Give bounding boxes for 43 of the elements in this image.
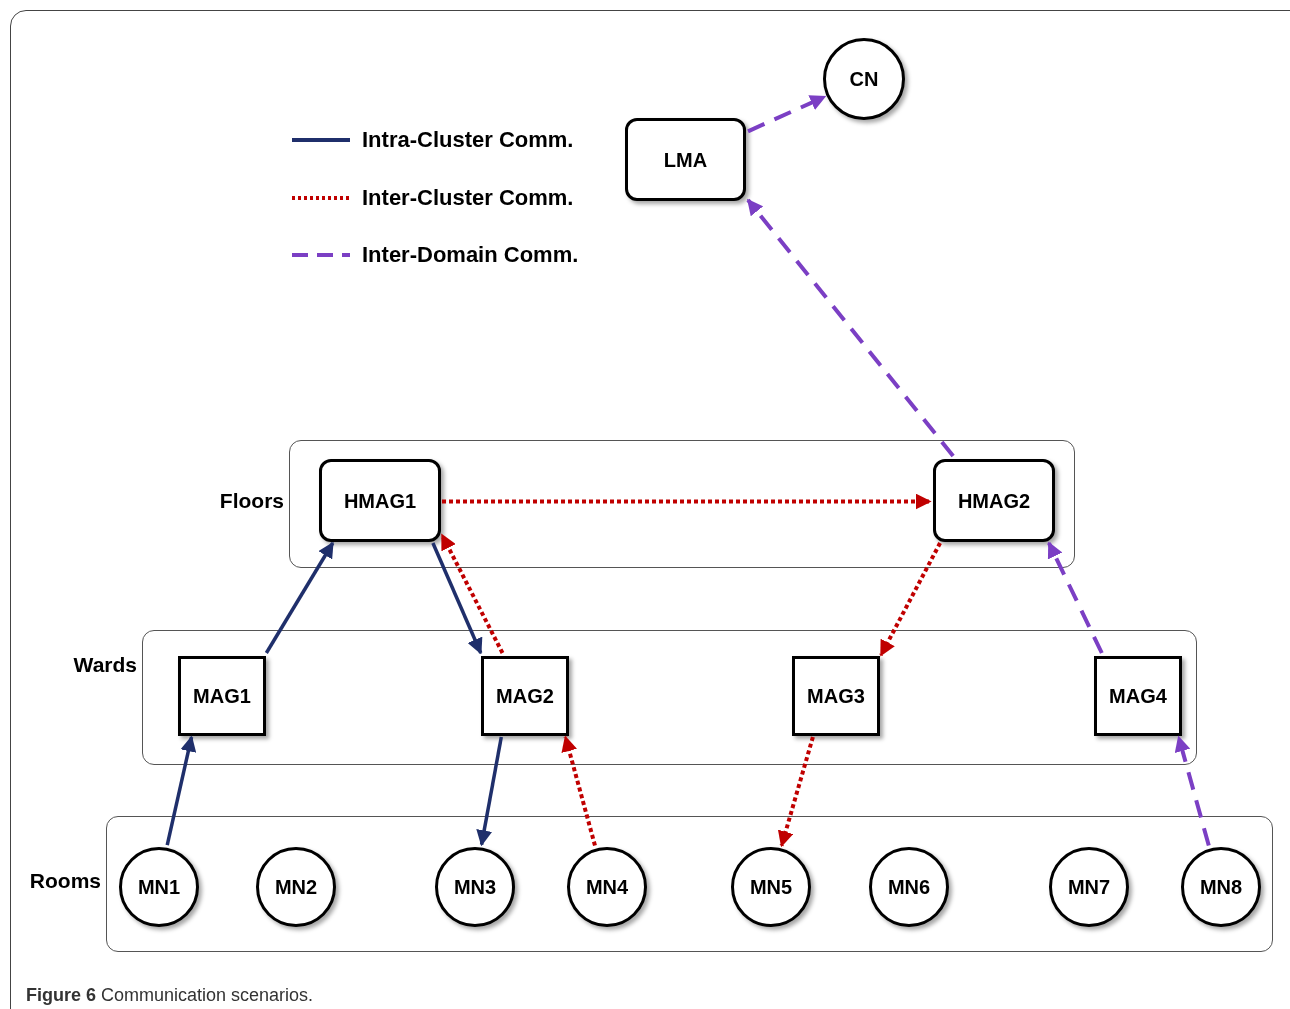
arrow — [879, 542, 942, 657]
tier-label: Floors — [219, 488, 284, 514]
node-label: CN — [849, 69, 879, 89]
node-label: MN6 — [887, 877, 931, 897]
node-label: MAG1 — [193, 686, 251, 706]
arrow — [431, 542, 483, 655]
legend-label: Intra-Cluster Comm. — [362, 126, 574, 154]
node-label: MN5 — [749, 877, 793, 897]
rounded-box — [625, 118, 746, 201]
node-label: MN2 — [274, 877, 318, 897]
arrow — [264, 541, 335, 654]
node-label: MN7 — [1067, 877, 1111, 897]
arrow — [476, 736, 504, 847]
arrow — [561, 735, 597, 846]
caption: Figure 6 Communication scenarios. — [26, 984, 314, 1007]
tier-label: Wards — [73, 652, 137, 678]
node-label: MAG3 — [807, 686, 865, 706]
node-label: MAG4 — [1109, 686, 1167, 706]
node-label: MN8 — [1199, 877, 1243, 897]
box — [1094, 656, 1182, 736]
node-label: MN1 — [137, 877, 181, 897]
node-label: HMAG2 — [957, 490, 1031, 511]
node-label: MN4 — [585, 877, 629, 897]
rounded-box — [933, 459, 1055, 542]
box — [481, 656, 569, 736]
arrow — [777, 736, 815, 848]
arrow — [442, 493, 932, 510]
legend-label: Inter-Domain Comm. — [362, 241, 579, 269]
legend-label: Inter-Cluster Comm. — [362, 184, 574, 212]
tier-label: Rooms — [29, 868, 101, 894]
arrow — [440, 533, 505, 654]
arrow — [746, 198, 955, 458]
node-label: MAG2 — [496, 686, 554, 706]
arrow — [1047, 541, 1104, 654]
box — [178, 656, 266, 736]
arrow — [1174, 735, 1211, 847]
rounded-box — [319, 459, 441, 542]
node-label: HMAG1 — [343, 490, 417, 511]
node-label: MN3 — [453, 877, 497, 897]
box — [792, 656, 880, 736]
node-label: LMA — [663, 149, 708, 170]
arrow — [747, 94, 827, 134]
arrow — [165, 735, 197, 846]
